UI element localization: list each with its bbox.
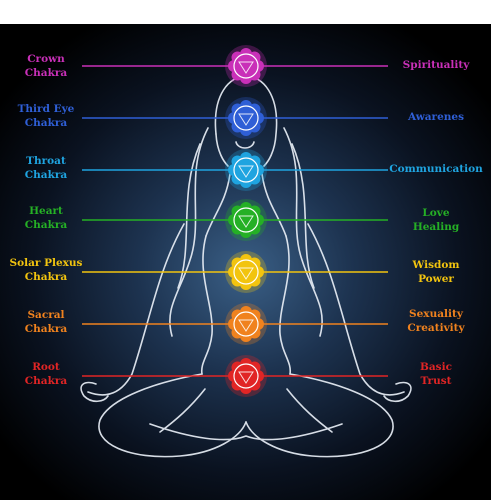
root-chakra-icon bbox=[225, 355, 267, 397]
leg-right bbox=[245, 373, 394, 458]
torso-right bbox=[279, 235, 292, 375]
foot-left bbox=[159, 388, 206, 433]
chakra-symbols bbox=[225, 45, 267, 397]
crossed-legs bbox=[149, 423, 343, 441]
sacral-chakra-icon bbox=[225, 303, 267, 345]
label-communication: Communication bbox=[389, 163, 483, 175]
heart-chakra-icon bbox=[225, 199, 267, 241]
torso-left bbox=[200, 235, 213, 375]
crown-chakra-icon bbox=[225, 45, 267, 87]
label-spirituality: Spirituality bbox=[402, 59, 470, 71]
head-outline bbox=[214, 75, 278, 167]
throat-chakra-icon bbox=[225, 149, 267, 191]
leg-left bbox=[98, 373, 247, 458]
hair-left bbox=[169, 127, 209, 337]
face-line bbox=[235, 141, 255, 149]
third-eye-chakra-icon bbox=[225, 97, 267, 139]
neck-left bbox=[205, 173, 231, 237]
foot-right bbox=[286, 388, 333, 433]
arm-right bbox=[307, 223, 405, 396]
hair-right-inner bbox=[291, 143, 315, 289]
arm-left bbox=[87, 223, 185, 396]
neck-right bbox=[261, 173, 287, 237]
meditating-figure bbox=[80, 45, 412, 458]
label-awarenes: Awarenes bbox=[407, 111, 464, 123]
hand-left bbox=[80, 381, 109, 403]
solar-chakra-icon bbox=[225, 251, 267, 293]
hair-right bbox=[283, 127, 323, 337]
hair-left-inner bbox=[177, 143, 201, 289]
head-outline-left bbox=[215, 133, 229, 167]
hand-right bbox=[383, 381, 412, 403]
